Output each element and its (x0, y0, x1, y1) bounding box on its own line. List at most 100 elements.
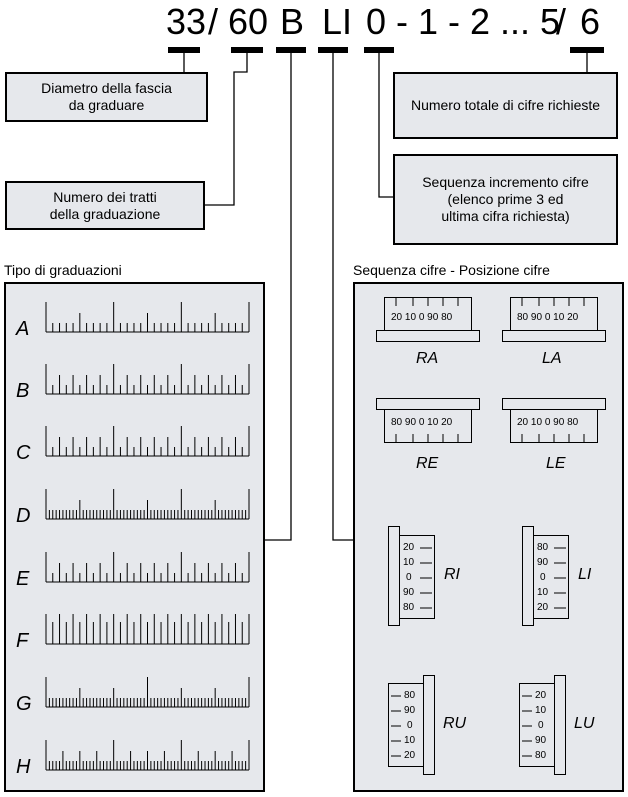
graduations-panel (4, 282, 265, 792)
ri-tick-marks (420, 547, 432, 609)
re-number-1: 80 (391, 417, 403, 428)
ra-number-1: 20 (391, 312, 403, 323)
ru-number-5: 20 (404, 750, 416, 761)
le-label: LE (546, 455, 566, 472)
ri-number-4: 90 (403, 587, 415, 598)
code-ticks: 60 (228, 1, 269, 42)
sequence-box: Sequenza incremento cifre (elenco prime … (393, 154, 618, 245)
code-separator-2: / (556, 1, 567, 42)
li-number-4: 10 (537, 587, 549, 598)
ra-number-4: 90 (427, 312, 439, 323)
graduation-letter-e: E (16, 568, 30, 590)
ru-number-2: 90 (404, 705, 416, 716)
re-number-3: 0 (418, 417, 425, 428)
ra-number-5: 80 (441, 312, 453, 323)
re-tick-marks (395, 434, 459, 442)
re-number-4: 10 (427, 417, 439, 428)
ri-dial: 20 10 0 90 80 (399, 535, 435, 619)
lu-number-3: 0 (538, 720, 544, 731)
ru-strip (423, 675, 435, 775)
sequence-box-line-3: ultima cifra richiesta) (441, 208, 570, 224)
diameter-box: Diametro della fascia da graduare (5, 72, 208, 122)
ri-number-1: 20 (403, 542, 415, 553)
li-label: LI (578, 566, 592, 583)
graduation-letter-a: A (16, 318, 30, 340)
lu-label: LU (574, 715, 595, 732)
graduation-letter-c: C (16, 442, 31, 464)
ru-tick-marks (391, 695, 401, 757)
ru-number-1: 80 (404, 690, 416, 701)
le-dial: 20 10 0 90 80 (510, 409, 598, 443)
ri-number-3: 0 (406, 572, 412, 583)
la-numbers: 80 90 0 10 20 (517, 312, 578, 323)
total-box: Numero totale di cifre richieste (393, 72, 618, 139)
graduation-scale-d (45, 489, 250, 520)
li-number-3: 0 (540, 572, 546, 583)
ru-number-4: 10 (404, 735, 416, 746)
ru-number-3: 0 (407, 720, 413, 731)
code-separator-1: / (208, 1, 219, 42)
ri-number-2: 10 (403, 557, 415, 568)
ra-label: RA (416, 350, 439, 367)
code-graduation: B (280, 1, 305, 42)
le-number-2: 10 (530, 417, 543, 428)
lu-number-5: 80 (535, 750, 547, 761)
li-dial: 80 90 0 10 20 (533, 535, 569, 619)
ticks-box: Numero dei tratti della graduazione (5, 181, 205, 230)
positions-title: Sequenza cifre - Posizione cifre (353, 262, 550, 278)
code-position: LI (322, 1, 353, 42)
lu-number-4: 90 (535, 735, 547, 746)
code-diameter: 33 (166, 1, 207, 42)
graduation-scale-h (45, 740, 250, 771)
graduation-scale-f (45, 614, 250, 645)
graduation-letter-g: G (16, 693, 32, 715)
lu-strip (554, 675, 566, 775)
ra-numbers: 20 10 0 90 80 (391, 312, 452, 323)
la-tick-marks (521, 298, 585, 306)
ticks-box-line-1: Numero dei tratti (53, 188, 157, 205)
le-tick-marks (521, 434, 585, 442)
graduation-scale-g (45, 677, 250, 708)
lu-number-2: 10 (535, 705, 547, 716)
la-number-4: 10 (553, 312, 565, 323)
le-number-5: 80 (567, 417, 579, 428)
la-label: LA (542, 350, 562, 367)
ra-number-3: 0 (418, 312, 425, 323)
re-number-5: 20 (441, 417, 453, 428)
ra-tick-marks (395, 298, 459, 306)
graduation-letter-f: F (16, 630, 29, 652)
ra-dial: 20 10 0 90 80 (384, 297, 472, 331)
diameter-box-line-1: Diametro della fascia (41, 80, 172, 96)
graduation-scale-b (45, 364, 250, 395)
re-number-2: 90 (404, 417, 417, 428)
ri-number-5: 80 (403, 602, 415, 613)
ru-dial: 80 90 0 10 20 (388, 683, 424, 767)
li-tick-marks (554, 547, 566, 609)
le-numbers: 20 10 0 90 80 (517, 417, 578, 428)
ticks-box-line-2: della graduazione (49, 205, 161, 222)
graduation-letter-h: H (16, 756, 31, 778)
la-number-1: 80 (517, 312, 529, 323)
ru-label: RU (443, 715, 467, 732)
ra-strip (376, 330, 480, 342)
lu-tick-marks (522, 695, 532, 757)
diameter-box-line-2: da graduare (68, 97, 145, 113)
li-number-5: 20 (537, 602, 549, 613)
sequence-box-line-1: Sequenza incremento cifre (422, 174, 589, 190)
code-total: 6 (580, 1, 601, 42)
la-dial: 80 90 0 10 20 (510, 297, 598, 331)
graduation-scale-c (45, 426, 250, 457)
re-numbers: 80 90 0 10 20 (391, 417, 452, 428)
la-number-5: 20 (567, 312, 579, 323)
ri-label: RI (444, 566, 460, 583)
le-number-4: 90 (553, 417, 565, 428)
la-number-2: 90 (530, 312, 543, 323)
ra-number-2: 10 (404, 312, 417, 323)
lu-number-1: 20 (535, 690, 547, 701)
li-number-2: 90 (537, 557, 549, 568)
total-box-line-1: Numero totale di cifre richieste (410, 97, 601, 113)
re-label: RE (416, 455, 439, 472)
la-strip (502, 330, 606, 342)
lu-dial: 20 10 0 90 80 (519, 683, 555, 767)
graduation-letter-b: B (16, 380, 30, 402)
